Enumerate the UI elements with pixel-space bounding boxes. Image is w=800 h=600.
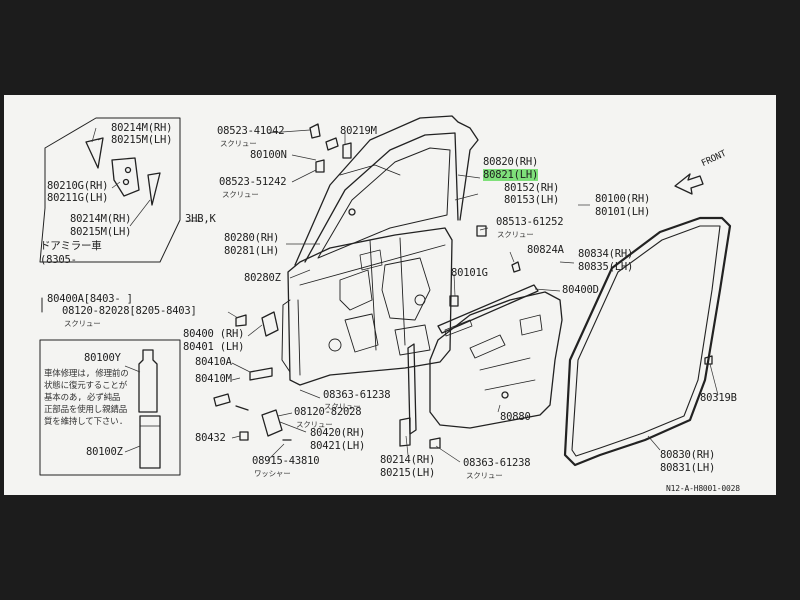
- label-80400-rh: 80400 (RH): [183, 328, 245, 340]
- label-80400D: 80400D: [562, 284, 599, 296]
- label-80319B: 80319B: [700, 392, 737, 404]
- mirror-inset-frame: [39, 117, 181, 263]
- label-80100-rh: 80100(RH): [595, 193, 651, 205]
- label-80821-lh: 80821(LH): [483, 169, 539, 181]
- label-80820-rh: 80820(RH): [483, 156, 539, 168]
- label-screw-5: スクリュー: [324, 402, 361, 411]
- label-80214-rh: 80214(RH): [380, 454, 436, 466]
- body-weatherstrip: [563, 216, 732, 467]
- label-80410M: 80410M: [195, 373, 232, 385]
- mirror-cover: [147, 172, 161, 206]
- label-80400A: 80400A[8403- ]: [47, 293, 133, 305]
- label-80215M-lh: 80215M(LH): [111, 134, 173, 146]
- label-washer: ワッシャー: [254, 469, 291, 478]
- diagram-sheet: [4, 95, 776, 495]
- label-80835-lh: 80835(LH): [578, 261, 634, 273]
- note-line-4: 正部品を使用し親錆品: [44, 405, 128, 415]
- label-80214M-rh-b: 80214M(RH): [70, 213, 132, 225]
- label-80280-rh: 80280(RH): [224, 232, 280, 244]
- division-bar: [407, 343, 417, 435]
- door-glass-run: [304, 132, 459, 263]
- sealer-bottle: [138, 349, 158, 413]
- label-80410A: 80410A: [195, 356, 232, 368]
- label-80281-lh: 80281(LH): [224, 245, 280, 257]
- outer-weatherstrip: [437, 284, 539, 334]
- label-08523-51242: 08523-51242: [219, 176, 287, 188]
- note-line-1: 車体修理は, 修理前の: [44, 369, 129, 379]
- label-80421-lh: 80421(LH): [310, 440, 366, 452]
- label-08915-43810: 08915-43810: [252, 455, 320, 467]
- note-line-5: 質を維持して下さい.: [44, 417, 124, 427]
- mirror-glass-bracket: [85, 137, 104, 169]
- sealer-can: [139, 415, 161, 469]
- label-screw-6: スクリュー: [296, 420, 333, 429]
- label-80824A: 80824A: [527, 244, 564, 256]
- label-08363-61238-a: 08363-61238: [323, 389, 391, 401]
- highlighted-part-number: 80821(LH): [483, 169, 539, 181]
- label-80101G: 80101G: [451, 267, 488, 279]
- label-80401-lh: 80401 (LH): [183, 341, 245, 353]
- label-screw-7: スクリュー: [466, 471, 503, 480]
- hinge-lower: [261, 409, 283, 437]
- label-80280Z: 80280Z: [244, 272, 281, 284]
- label-80830-rh: 80830(RH): [660, 449, 716, 461]
- label-screw-3: スクリュー: [497, 230, 534, 239]
- label-80100Z: 80100Z: [86, 446, 123, 458]
- label-80834-rh: 80834(RH): [578, 248, 634, 260]
- label-screw-2: スクリュー: [222, 190, 259, 199]
- note-line-2: 状態に復元することが: [44, 381, 128, 391]
- label-mirror-note: 3HB,K: [185, 213, 216, 225]
- label-80215M-lh-b: 80215M(LH): [70, 226, 132, 238]
- note-line-3: 基本のあ, 必ず純品: [44, 393, 121, 403]
- label-80219M: 80219M: [340, 125, 377, 137]
- label-08363-61238-b: 08363-61238: [463, 457, 531, 469]
- door-inner-panel: [287, 227, 453, 386]
- door-glass: [317, 147, 451, 259]
- label-80101-lh: 80101(LH): [595, 206, 651, 218]
- label-08120-82028: 08120-82028: [294, 406, 362, 418]
- label-80215-lh: 80215(LH): [380, 467, 436, 479]
- hinge-upper: [261, 311, 279, 337]
- label-08120-82028-range: 08120-82028[8205-8403]: [62, 305, 197, 317]
- label-80432: 80432: [195, 432, 226, 444]
- label-80100N: 80100N: [250, 149, 287, 161]
- door-trim-panel: [429, 291, 563, 429]
- door-sash-outer: [294, 115, 479, 266]
- label-80831-lh: 80831(LH): [660, 462, 716, 474]
- figure-code: N12-A-H8001-0028: [666, 484, 740, 493]
- mirror-body: [111, 157, 140, 197]
- label-08523-41042: 08523-41042: [217, 125, 285, 137]
- label-80880: 80880: [500, 411, 531, 423]
- label-80152-rh: 80152(RH): [504, 182, 560, 194]
- label-80211G-lh: 80211G(LH): [47, 192, 109, 204]
- label-80420-rh: 80420(RH): [310, 427, 366, 439]
- label-08513-61252: 08513-61252: [496, 216, 564, 228]
- note-box-frame: [39, 339, 181, 476]
- label-80153-lh: 80153(LH): [504, 194, 560, 206]
- label-80100Y: 80100Y: [84, 352, 121, 364]
- label-80210G-rh: 80210G(RH): [47, 180, 109, 192]
- label-screw-1: スクリュー: [220, 139, 257, 148]
- label-door-mirror-range: (8305-: [40, 254, 77, 266]
- label-screw-4: スクリュー: [64, 319, 101, 328]
- front-arrow-icon: [674, 173, 704, 195]
- check-link: [249, 367, 273, 381]
- label-door-mirror-car: ドアミラー車: [40, 240, 102, 252]
- label-80214M-rh: 80214M(RH): [111, 122, 173, 134]
